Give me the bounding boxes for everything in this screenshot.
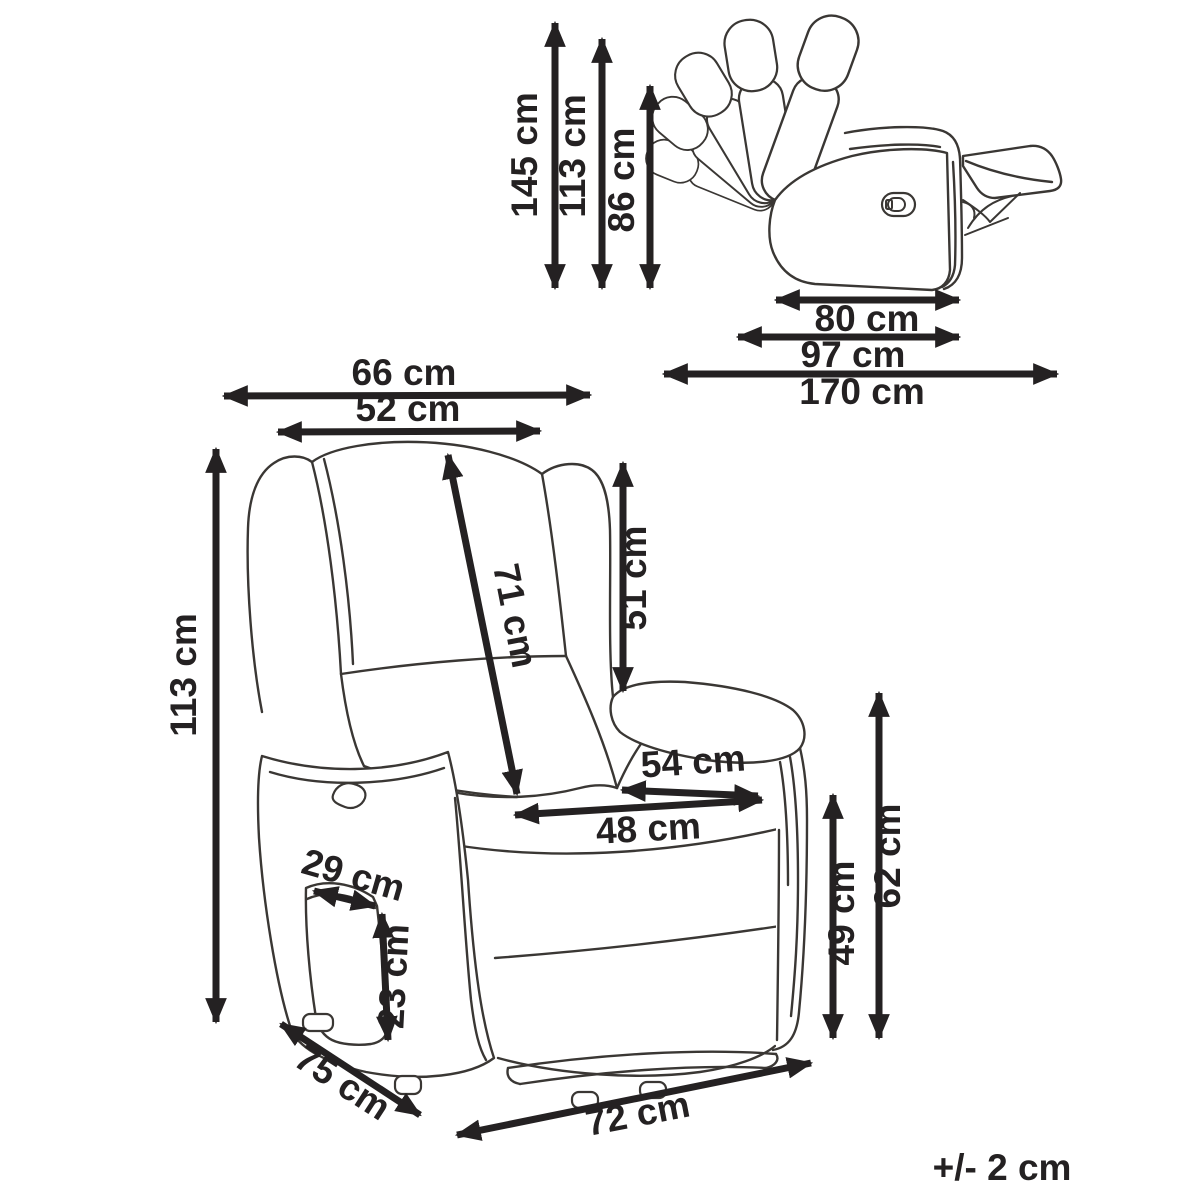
- control-pad: [331, 782, 367, 810]
- seat-front-edge: [453, 826, 784, 855]
- label-armrest-height: 62 cm: [867, 804, 908, 909]
- footrest-linkage: [962, 192, 1021, 236]
- arrow-seat-width-front: [512, 790, 765, 825]
- label-seat-width-front: 48 cm: [595, 805, 702, 851]
- right-panel-edge: [775, 828, 781, 1042]
- label-width-headrest: 52 cm: [356, 388, 461, 429]
- label-height-seatback: 86 cm: [601, 128, 642, 233]
- recline-lever: [880, 191, 917, 218]
- right-wing-outer: [540, 462, 615, 699]
- armrest-side-top: [843, 125, 962, 160]
- left-wing-fold-1: [310, 460, 343, 676]
- label-length-reclined: 170 cm: [799, 371, 925, 412]
- left-wing-outer: [246, 455, 314, 714]
- label-depth-body: 97 cm: [801, 334, 906, 375]
- label-pocket-height: 23 cm: [370, 923, 416, 1030]
- label-width-back-top: 66 cm: [352, 352, 457, 393]
- label-depth-seat: 80 cm: [815, 298, 920, 339]
- label-height-total: 145 cm: [504, 92, 545, 218]
- arrow-seat-width-rear: [619, 780, 761, 806]
- right-arm-seam-2: [778, 760, 790, 887]
- label-backrest-height: 51 cm: [613, 526, 654, 631]
- footrest-plate-fold: [964, 159, 1054, 184]
- armrest-front-panel: [942, 156, 964, 291]
- label-base-width: 72 cm: [582, 1084, 693, 1144]
- label-height-backrest: 113 cm: [552, 94, 593, 217]
- tolerance-note: +/- 2 cm: [933, 1147, 1072, 1188]
- side-view-illustration: [639, 7, 1063, 292]
- armrest-side-inner: [848, 143, 942, 151]
- left-arm-inner-top: [268, 766, 446, 785]
- arrow-base-depth: [279, 1021, 422, 1118]
- arrow-width-back-top: [221, 384, 593, 407]
- armrest-front-panel-seam: [940, 160, 957, 289]
- side-view-dimensions: 145 cm 113 cm 86 cm 80 cm 97 cm 170 cm: [504, 20, 1060, 412]
- left-arm-right-seam: [453, 796, 488, 1062]
- label-seat-width-rear: 54 cm: [639, 737, 747, 785]
- lumbar-left-edge: [339, 672, 366, 768]
- seat-rear-crease: [450, 784, 619, 799]
- front-panel-seam: [493, 924, 782, 960]
- arrow-pocket-width: [311, 886, 378, 911]
- right-wing-fold: [540, 472, 568, 658]
- left-wing-fold-2: [322, 457, 355, 666]
- label-seat-height: 49 cm: [821, 861, 862, 966]
- right-arm-seam-1: [788, 755, 800, 1018]
- footrest-plate: [961, 144, 1063, 200]
- label-height-total-front: 113 cm: [163, 613, 204, 736]
- right-arm-outer-edge: [771, 746, 809, 1052]
- arrow-backrest-diagonal: [442, 452, 523, 797]
- right-arm-column-fill: [776, 766, 807, 1050]
- arrow-pocket-height: [372, 911, 398, 1043]
- side-body: [768, 147, 952, 292]
- arrow-width-headrest: [275, 420, 543, 443]
- arrow-base-width: [454, 1057, 814, 1141]
- lumbar-right-edge: [564, 654, 619, 790]
